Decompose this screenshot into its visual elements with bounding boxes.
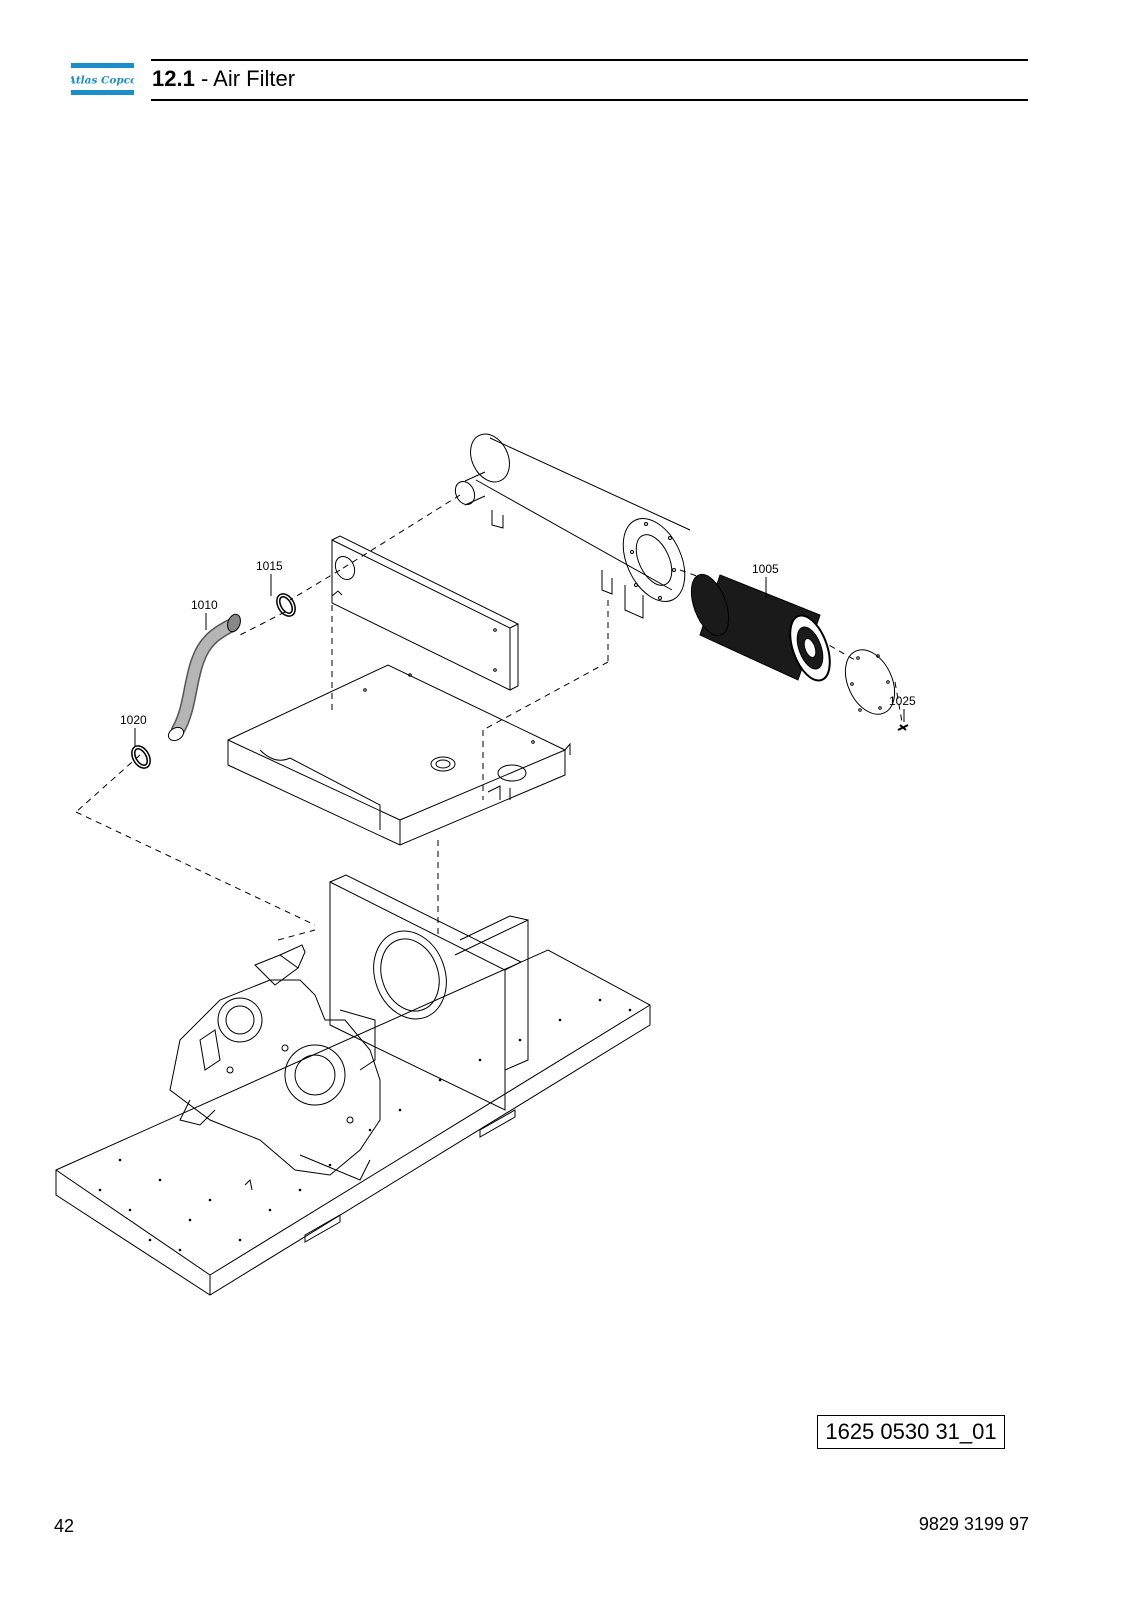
- section-title: 12.1 - Air Filter: [152, 65, 295, 93]
- header-rule-bottom: [151, 99, 1028, 101]
- compressor-block: [169, 944, 381, 1191]
- svg-text:1025: 1025: [889, 694, 916, 708]
- logo-wordmark: Atlas Copco: [71, 75, 134, 87]
- section-separator: -: [194, 66, 214, 91]
- hose-1010: [167, 613, 241, 742]
- clamp-1015: [276, 593, 296, 617]
- assembly-lines: [75, 494, 903, 941]
- base-tray: [227, 664, 571, 846]
- svg-text:1005: 1005: [752, 562, 779, 576]
- callout-1010: 1010: [191, 598, 218, 630]
- air-filter-housing: [454, 433, 691, 619]
- callout-1020: 1020: [120, 713, 147, 746]
- svg-text:1020: 1020: [120, 713, 147, 727]
- section-number: 12.1: [152, 66, 195, 91]
- vertical-panel: [329, 874, 529, 1111]
- drawing-id: 1625 0530 31_01: [817, 1415, 1005, 1449]
- clamp-1020: [131, 745, 151, 769]
- section-title-text: Air Filter: [213, 66, 296, 91]
- callout-1015: 1015: [256, 559, 283, 596]
- header-rule-top: [151, 59, 1028, 61]
- filter-element-1005: [690, 573, 831, 682]
- atlas-copco-logo: Atlas Copco: [71, 63, 134, 95]
- callout-1005: 1005: [752, 562, 779, 598]
- svg-text:1010: 1010: [191, 598, 218, 612]
- svg-text:1015: 1015: [256, 559, 283, 573]
- base-frame: [55, 949, 651, 1296]
- callout-1025: 1025: [889, 694, 916, 722]
- exploded-parts-drawing: 1005 1010 1015 1020 1025: [55, 433, 916, 1296]
- end-cover-1025: [844, 649, 909, 731]
- document-number: 9829 3199 97: [918, 1514, 1029, 1534]
- top-panel: [331, 535, 520, 691]
- page-number: 42: [54, 1516, 75, 1536]
